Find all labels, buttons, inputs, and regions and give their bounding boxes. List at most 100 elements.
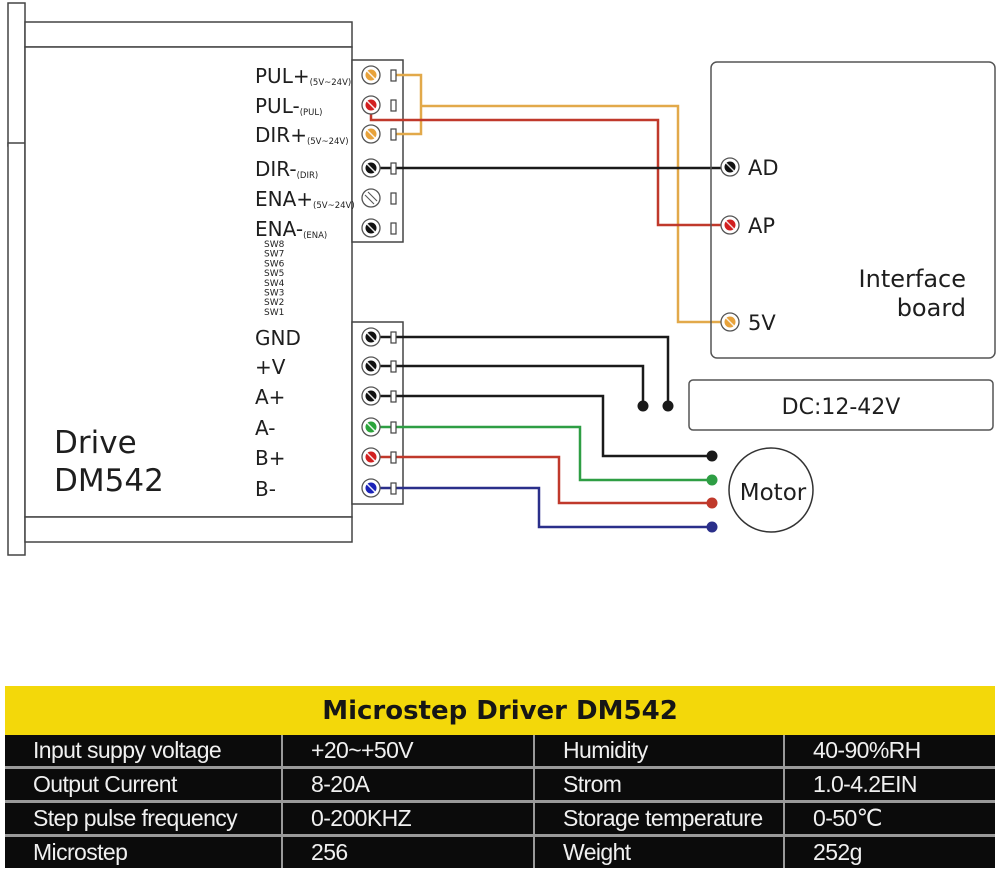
- terminal-dir-minusplus: [361, 124, 397, 144]
- signal-terminal-label: DIR+(5V~24V): [255, 123, 349, 147]
- motor-label: Motor: [740, 480, 807, 506]
- dip-switch-label: SW2: [264, 298, 284, 308]
- terminal-ena-minusplus: [361, 188, 397, 208]
- power-terminal-block: [351, 321, 404, 505]
- terminal-slot: [390, 222, 397, 235]
- motor-lead-a-minus: [706, 474, 718, 486]
- signal-terminal-label: PUL+(5V~24V): [255, 64, 351, 88]
- interface-pin-ad: AD: [720, 156, 779, 180]
- terminal-slot: [390, 482, 397, 495]
- spec-value: 0-200KHZ: [281, 800, 534, 836]
- spec-label: Microstep: [5, 834, 282, 868]
- dip-switch-label: SW4: [264, 279, 285, 289]
- motor-lead-a-plus: [706, 450, 718, 462]
- spec-value: +20~+50V: [281, 735, 534, 768]
- driver-bottom-rail: [24, 516, 353, 543]
- spec-value: 1.0-4.2EIN: [783, 766, 995, 802]
- wire-5v: [421, 104, 722, 324]
- interface-board: [710, 61, 996, 359]
- interface-board-title-line1: Interface: [859, 265, 966, 293]
- driver-name-line2: DM542: [54, 463, 164, 499]
- terminal-slot: [390, 192, 397, 205]
- terminal-slot: [390, 128, 397, 141]
- wire-vplus: [371, 364, 645, 406]
- power-terminal-label: +V: [255, 355, 286, 379]
- wire-pul-dir-plus-bridge: [393, 73, 423, 136]
- power-terminal-label: B+: [255, 446, 285, 470]
- power-terminal-dot-gnd: [662, 400, 674, 412]
- dip-switch-label: SW6: [264, 259, 285, 269]
- power-supply-box: [688, 379, 994, 431]
- terminal-b-: [361, 478, 397, 498]
- terminal-ena-minus: [361, 218, 397, 238]
- spec-value: 252g: [783, 834, 995, 868]
- dip-switch-label: SW5: [264, 269, 284, 279]
- wire-a-minus: [371, 425, 712, 482]
- spec-label: Weight: [533, 834, 784, 868]
- wire-a-plus: [371, 394, 712, 458]
- spec-label: Storage temperature: [533, 800, 784, 836]
- motor-lead-b-minus: [706, 521, 718, 533]
- interface-pin-label: AD: [748, 156, 779, 180]
- terminal-gnd: [361, 327, 397, 347]
- power-terminal-label: B-: [255, 477, 276, 501]
- power-terminal-label: A+: [255, 385, 285, 409]
- power-terminal-dot-plus: [637, 400, 649, 412]
- terminal-slot: [390, 69, 397, 82]
- wire-b-minus: [371, 486, 712, 529]
- spec-table-title: Microstep Driver DM542: [5, 686, 995, 735]
- terminal-+v: [361, 356, 397, 376]
- signal-terminal-label: ENA+(5V~24V): [255, 187, 355, 211]
- motor-lead-b-plus: [706, 497, 718, 509]
- wire-pul-minus-ap: [369, 105, 722, 227]
- driver-mounting-flange: [7, 2, 26, 147]
- terminal-b+: [361, 447, 397, 467]
- terminal-dir-minus: [361, 158, 397, 178]
- terminal-pul-minusplus: [361, 65, 397, 85]
- terminal-slot: [390, 360, 397, 373]
- terminal-a-: [361, 417, 397, 437]
- spec-label: Humidity: [533, 735, 784, 768]
- wiring-diagram: Drive DM542 PUL+(5V~24V) PUL-(PUL) DIR+(5V…: [7, 2, 996, 556]
- spec-value: 256: [281, 834, 534, 868]
- signal-terminal-label: PUL-(PUL): [255, 94, 322, 118]
- terminal-slot: [390, 451, 397, 464]
- interface-pin-label: AP: [748, 214, 775, 238]
- signal-terminal-label: ENA-(ENA): [255, 217, 327, 241]
- interface-board-title-line2: board: [897, 294, 966, 322]
- driver-top-rail: [24, 21, 353, 48]
- driver-name-line1: Drive: [54, 425, 137, 461]
- power-supply-label: DC:12-42V: [782, 395, 901, 420]
- interface-pin-label: 5V: [748, 311, 776, 335]
- terminal-slot: [390, 162, 397, 175]
- spec-label: Output Current: [5, 766, 282, 802]
- signal-terminal-label: DIR-(DIR): [255, 157, 318, 181]
- terminal-slot: [390, 331, 397, 344]
- dip-switch-label: SW7: [264, 250, 284, 260]
- spec-label: Strom: [533, 766, 784, 802]
- dip-switch-label: SW8: [264, 240, 285, 250]
- terminal-pul-minus: [361, 95, 397, 115]
- spec-table: Microstep Driver DM542 Input suppy volta…: [5, 686, 995, 868]
- signal-terminal-block: [351, 59, 404, 243]
- spec-label: Input suppy voltage: [33, 737, 222, 763]
- wires: [369, 73, 722, 533]
- terminal-slot: [390, 99, 397, 112]
- interface-pin-ap: AP: [720, 214, 775, 238]
- interface-pin-5v: 5V: [720, 311, 776, 335]
- power-terminal-label: GND: [255, 326, 301, 350]
- spec-label: Step pulse frequency: [5, 800, 282, 836]
- motor-circle: [728, 447, 814, 533]
- power-terminal-label: A-: [255, 416, 275, 440]
- spec-value: 40-90%RH: [783, 735, 995, 768]
- dip-switch-label: SW3: [264, 289, 284, 299]
- spec-value: 8-20A: [281, 766, 534, 802]
- driver-mounting-flange-bottom: [7, 142, 26, 556]
- driver-body: [24, 46, 353, 518]
- terminal-slot: [390, 421, 397, 434]
- terminal-slot: [390, 390, 397, 403]
